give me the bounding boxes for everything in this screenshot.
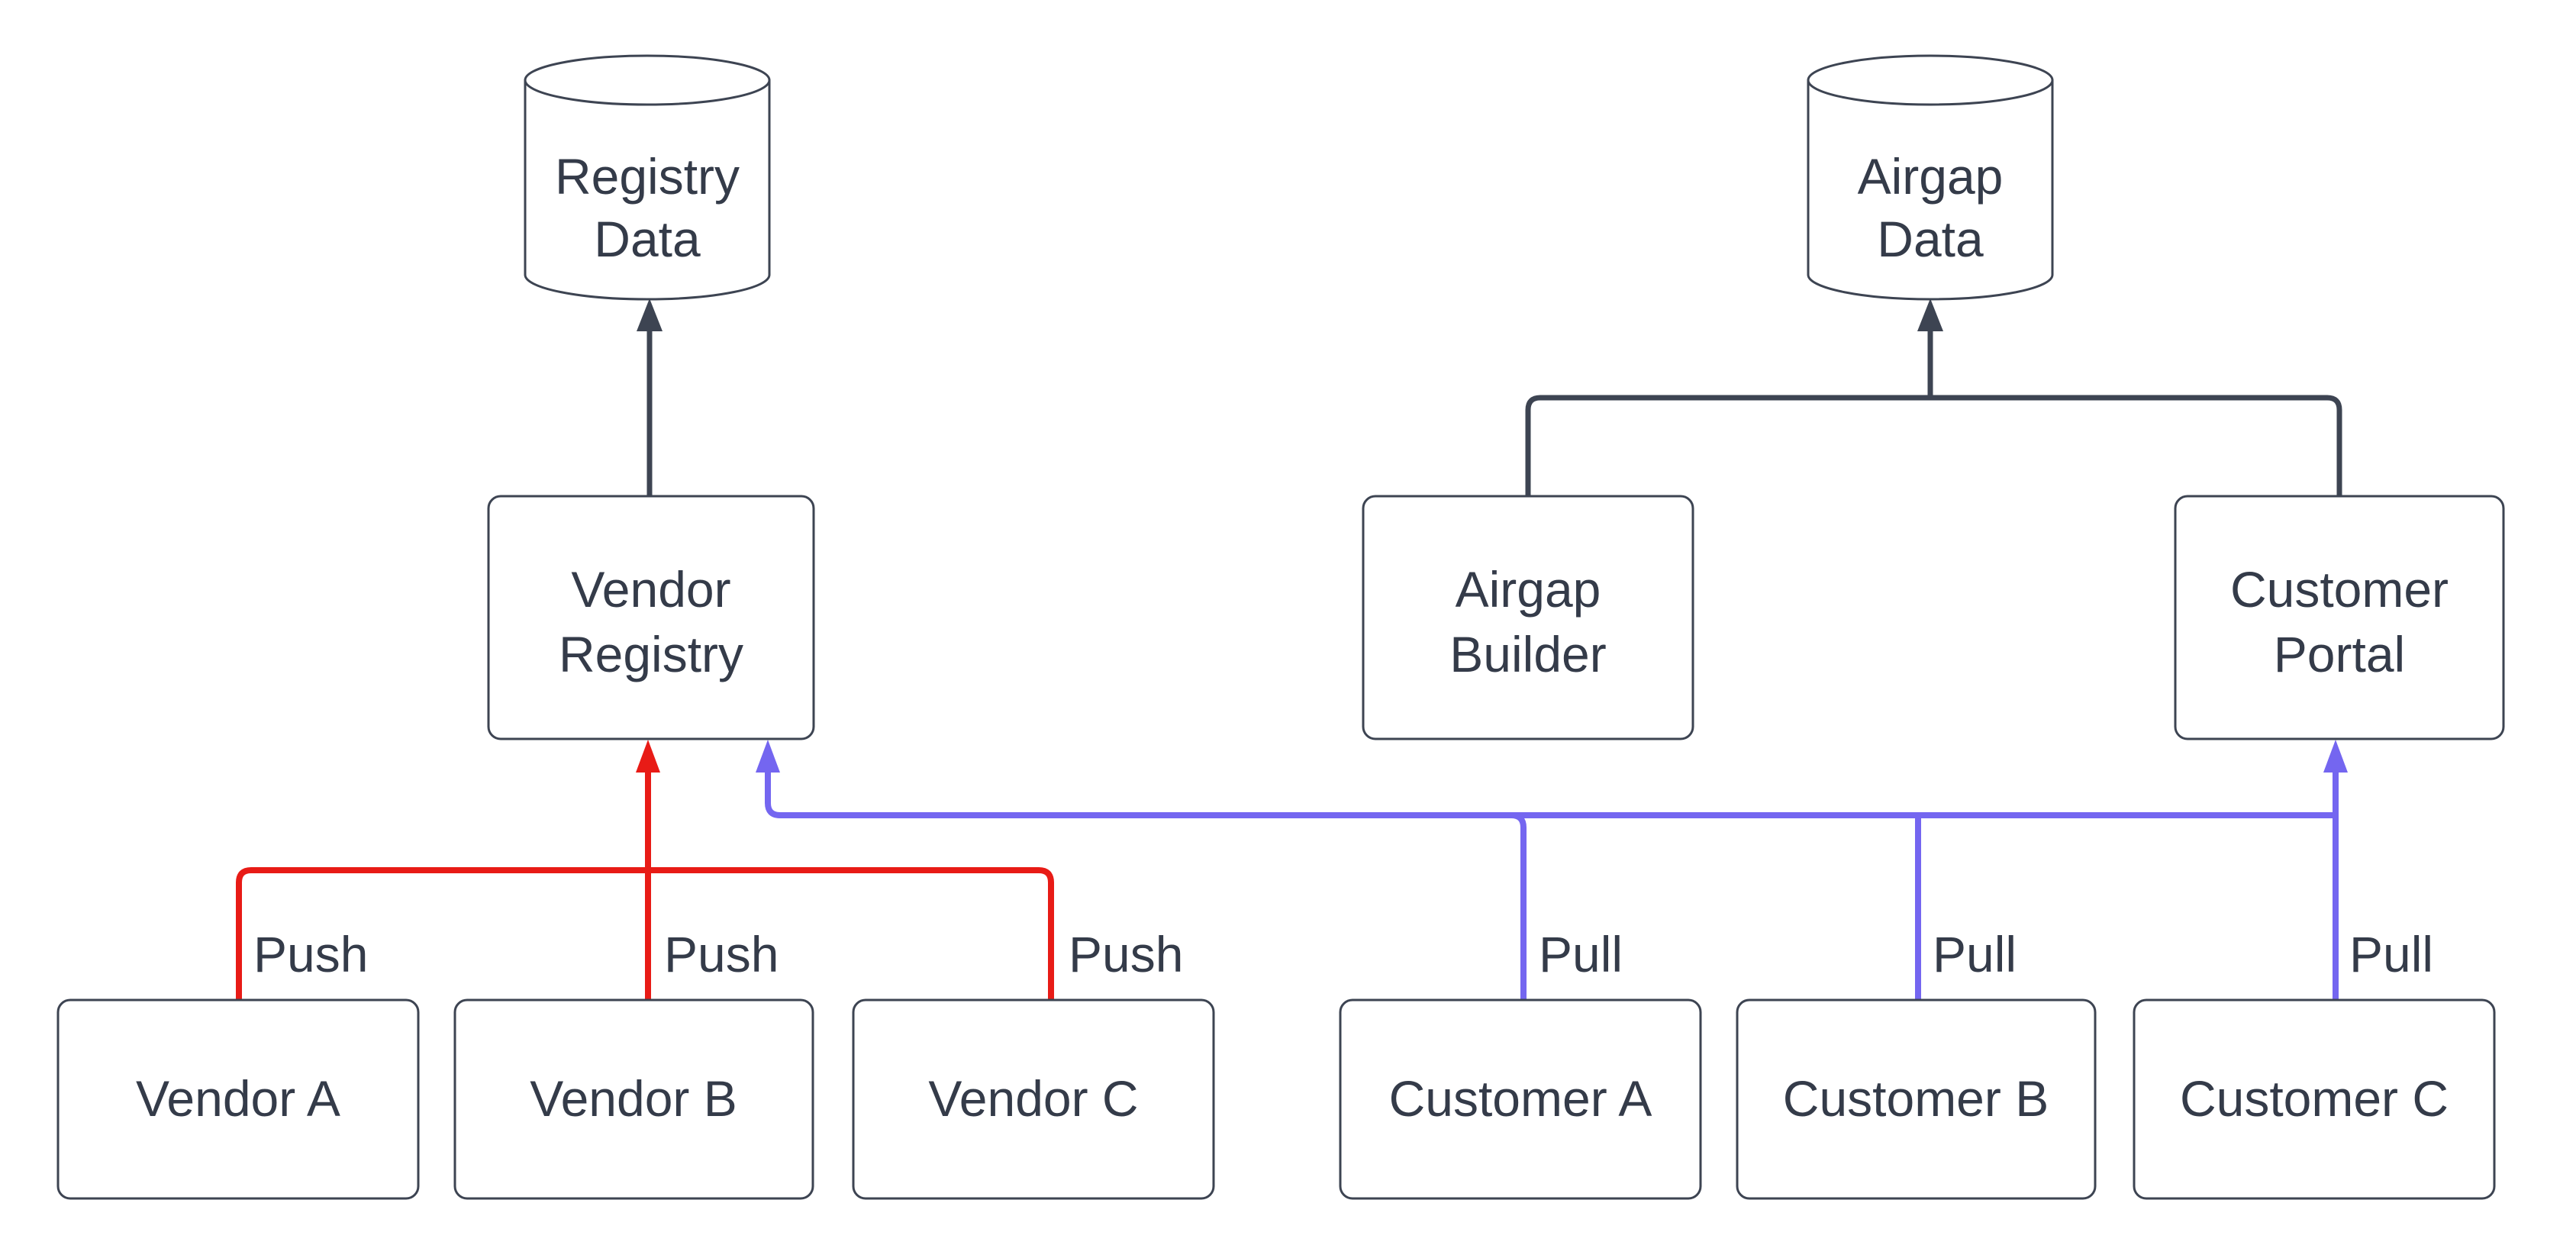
- cylinder-top: [1807, 54, 2054, 106]
- edge-label-push-vendor-c: Push: [1069, 926, 1183, 982]
- node-airgap-builder: Airgap Builder: [1362, 495, 1694, 740]
- node-customer-c: Customer C: [2133, 998, 2496, 1200]
- edge-label-push-vendor-b: Push: [664, 926, 779, 982]
- node-label-line1: Airgap: [1858, 148, 2004, 205]
- edge-label-pull-customer-b: Pull: [1933, 926, 2017, 982]
- node-label-line2: Data: [594, 211, 701, 267]
- node-label: Customer B: [1783, 1070, 2049, 1127]
- node-label-line1: Vendor: [571, 561, 730, 618]
- node-customer-b: Customer B: [1736, 998, 2097, 1200]
- node-vendor-b: Vendor B: [453, 998, 814, 1200]
- node-registry-data: Registry Data: [524, 54, 771, 301]
- node-vendor-registry: Vendor Registry: [487, 495, 815, 740]
- node-label: Vendor B: [530, 1070, 737, 1127]
- node-label: Customer A: [1389, 1070, 1652, 1127]
- edge-label-pull-customer-c: Pull: [2349, 926, 2433, 982]
- edge-airgap-builder-and-customer-portal-to-airgap-data: [1525, 298, 2342, 496]
- arrowhead-up-icon: [1917, 298, 1943, 331]
- node-vendor-c: Vendor C: [852, 998, 1215, 1200]
- node-box: [453, 998, 814, 1200]
- edge-vendor-registry-to-registry-data: [637, 298, 663, 496]
- edge-line: [765, 772, 1527, 1000]
- node-box: [852, 998, 1215, 1200]
- node-box: [56, 998, 420, 1200]
- node-box: [1362, 495, 1694, 740]
- arrowhead-up-icon: [756, 740, 780, 773]
- cylinder-body: [524, 80, 771, 301]
- node-label: Vendor A: [136, 1070, 340, 1127]
- node-customer-a: Customer A: [1339, 998, 1702, 1200]
- node-label-line2: Builder: [1449, 626, 1606, 682]
- node-label-line2: Registry: [559, 626, 743, 682]
- node-box: [2133, 998, 2496, 1200]
- node-box: [487, 495, 815, 740]
- node-label: Customer C: [2180, 1070, 2449, 1127]
- node-label-line2: Data: [1877, 211, 1984, 267]
- node-label-line1: Customer: [2230, 561, 2449, 618]
- node-label-line1: Registry: [555, 148, 740, 205]
- node-box: [1736, 998, 2097, 1200]
- edge-label-pull-customer-a: Pull: [1539, 926, 1623, 982]
- edge-line: [1525, 395, 2342, 496]
- node-label-line2: Portal: [2274, 626, 2405, 682]
- node-label-line1: Airgap: [1456, 561, 1601, 618]
- arrowhead-up-icon: [637, 298, 663, 331]
- node-box: [2174, 495, 2505, 740]
- arrowhead-up-icon: [2323, 740, 2348, 773]
- edge-label-push-vendor-a: Push: [253, 926, 368, 982]
- cylinder-top: [524, 54, 771, 106]
- node-airgap-data: Airgap Data: [1807, 54, 2054, 301]
- node-label: Vendor C: [928, 1070, 1138, 1127]
- cylinder-body: [1807, 80, 2054, 301]
- node-box: [1339, 998, 1702, 1200]
- edge-push-bus: [236, 740, 1054, 1000]
- edge-pull-bus: [756, 740, 2348, 1000]
- node-vendor-a: Vendor A: [56, 998, 420, 1200]
- node-customer-portal: Customer Portal: [2174, 495, 2505, 740]
- arrowhead-up-icon: [636, 740, 660, 773]
